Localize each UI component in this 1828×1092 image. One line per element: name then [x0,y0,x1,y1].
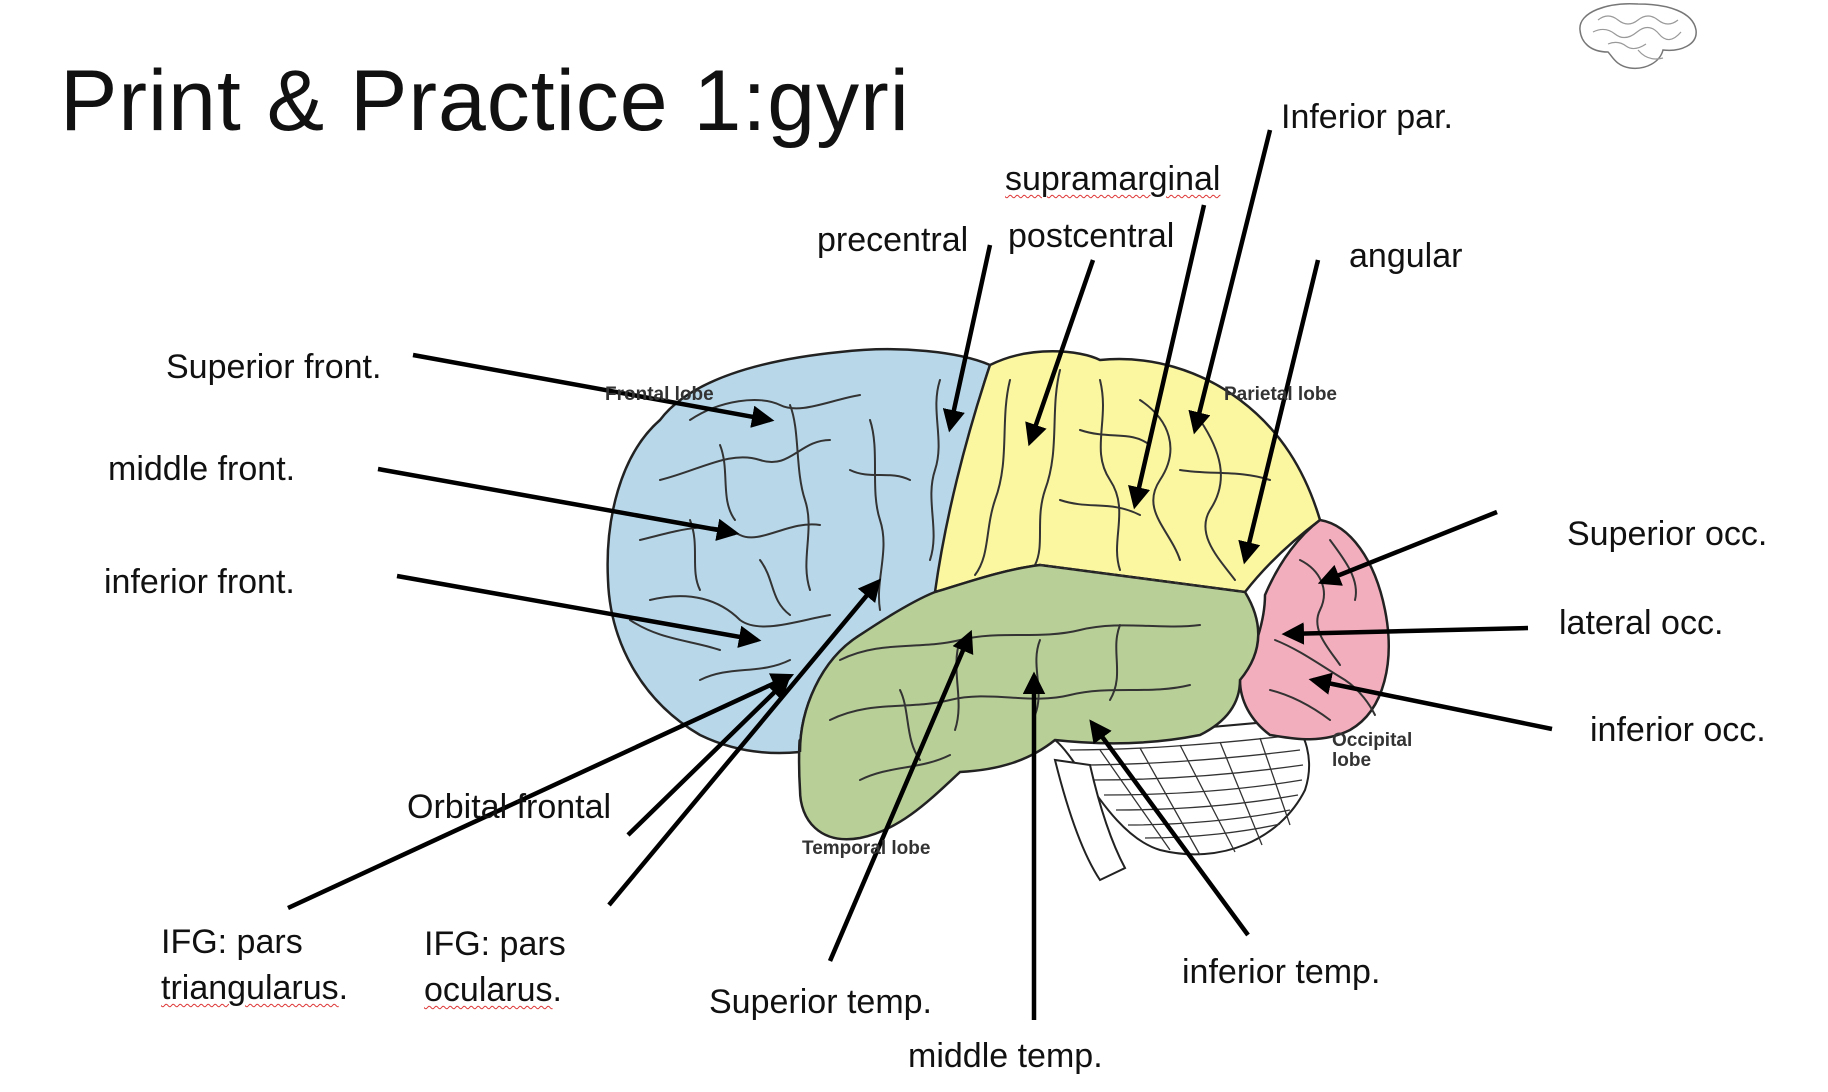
label-superior-occ: Superior occ. [1567,515,1768,553]
label-superior-temp: Superior temp. [709,983,932,1021]
label-inferior-occ: inferior occ. [1590,711,1766,749]
label-ifg-oculorus-line2: ocularus. [424,968,562,1012]
arrow-ifg-oculorus [607,578,881,907]
page-title: Print & Practice 1:gyri [60,53,910,149]
occipital-lobe-caption-line1: Occipital [1332,730,1413,751]
label-inferior-par: Inferior par. [1281,98,1453,136]
arrow-superior-front [412,352,775,428]
ifg-triangularus-word: triangularus [161,969,339,1007]
label-angular: angular [1349,237,1463,275]
arrow-superior-occ [1317,509,1498,586]
cerebellum [1052,718,1311,882]
frontal-lobe-caption: Frontal lobe [605,384,714,405]
arrow-superior-temp [827,629,974,962]
arrow-postcentral [1025,259,1096,447]
label-supramarginal: supramarginal [1005,160,1221,198]
pointer-arrows [287,129,1553,1020]
arrow-supramarginal [1128,204,1207,510]
label-inferior-front: inferior front. [104,563,295,601]
arrow-middle-front [377,466,740,541]
label-postcentral: postcentral [1008,217,1175,255]
label-lateral-occ: lateral occ. [1559,604,1724,642]
occipital-lobe-caption-line2: lobe [1332,750,1372,771]
label-precentral: precentral [817,221,969,259]
label-inferior-temp: inferior temp. [1182,953,1381,991]
arrow-lateral-occ [1281,622,1529,645]
brain-thumbnail-icon [1579,3,1697,70]
arrow-precentral [942,244,993,433]
ifg-oculorus-period: . [552,971,562,1009]
temporal-lobe-caption: Temporal lobe [802,838,931,859]
arrow-inferior-temp [1089,719,1250,937]
label-ifg-triangularus-line1: IFG: pars [161,923,303,961]
arrow-ifg-triangularus [287,673,795,911]
occipital-lobe [1238,518,1390,741]
label-superior-front: Superior front. [166,348,382,386]
label-ifg-triangularus-line2: triangularus. [161,966,348,1010]
arrow-angular [1238,259,1321,565]
arrow-orbital-frontal [626,676,791,837]
label-middle-front: middle front. [108,450,296,488]
ifg-oculorus-word: ocularus [424,971,553,1009]
label-ifg-oculorus-line1: IFG: pars [424,925,566,963]
arrow-inferior-front [396,573,762,648]
ifg-triangularus-period: . [338,969,349,1007]
label-middle-temp: middle temp. [908,1037,1103,1075]
parietal-lobe-caption: Parietal lobe [1224,384,1337,405]
arrow-inferior-par [1188,129,1273,435]
arrow-inferior-occ [1308,672,1553,732]
label-orbital-frontal: Orbital frontal [407,788,612,826]
